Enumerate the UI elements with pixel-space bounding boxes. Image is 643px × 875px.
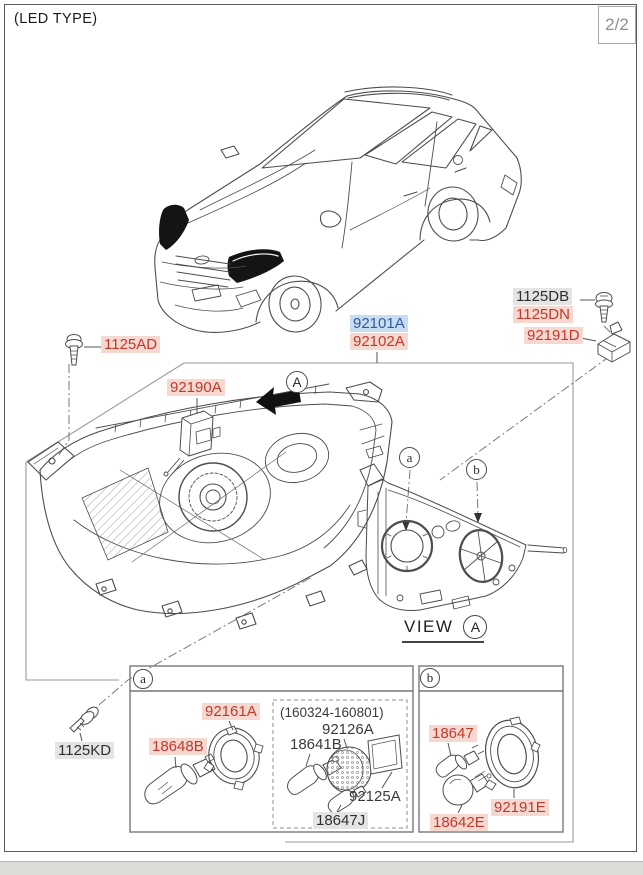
part-label-92190A[interactable]: 92190A xyxy=(167,379,225,396)
part-label-1125DB[interactable]: 1125DB xyxy=(513,288,573,305)
view-letter-circle: A xyxy=(463,615,488,639)
section-a-circle: a xyxy=(133,669,153,689)
screw-1125DB-icon xyxy=(595,292,613,323)
panel-outline xyxy=(25,362,574,843)
cap-92126A-drawing xyxy=(326,746,372,794)
far-headlamp-shape xyxy=(159,204,189,250)
part-label-1125KD[interactable]: 1125KD xyxy=(55,742,115,759)
part-label-92101A[interactable]: 92101A xyxy=(350,315,408,332)
part-label-92125A[interactable]: 92125A xyxy=(349,788,401,805)
socket-18647-drawing xyxy=(435,744,485,778)
view-caption-underline xyxy=(402,641,484,643)
lamp-type-label: (LED TYPE) xyxy=(14,11,98,27)
part-label-92191D[interactable]: 92191D xyxy=(524,327,583,344)
part-label-1125DN[interactable]: 1125DN xyxy=(513,306,573,323)
bolt-1125KD-icon xyxy=(69,706,99,733)
part-label-18642E[interactable]: 18642E xyxy=(430,814,488,831)
window-bottom-bar xyxy=(0,861,643,875)
part-label-18641B[interactable]: 18641B xyxy=(290,736,342,753)
page-indicator[interactable]: 2/2 xyxy=(598,6,636,44)
part-label-18647[interactable]: 18647 xyxy=(429,725,477,742)
part-label-18648B[interactable]: 18648B xyxy=(149,738,207,755)
part-label-92191E[interactable]: 92191E xyxy=(491,799,549,816)
card-92125A-drawing xyxy=(367,734,403,775)
clip-92191D-icon xyxy=(597,321,631,363)
direction-arrow xyxy=(256,387,301,415)
bolt-1125AD-icon xyxy=(65,334,83,366)
view-label: VIEW xyxy=(404,617,454,636)
leveling-actuator-drawing xyxy=(163,410,221,477)
car-illustration xyxy=(154,86,522,333)
date-range-label: (160324-160801) xyxy=(280,705,384,720)
bulb-18648B-drawing xyxy=(144,753,216,805)
pointer-b-circle: b xyxy=(466,459,487,480)
bulb-18642E-drawing xyxy=(442,770,492,806)
pointer-a-circle: a xyxy=(399,447,420,468)
detail-boxes xyxy=(129,665,564,833)
pointer-arrowheads xyxy=(402,513,482,531)
retainer-ring-92161A-drawing xyxy=(203,725,264,791)
part-label-18647J[interactable]: 18647J xyxy=(313,812,369,829)
part-label-92102A[interactable]: 92102A xyxy=(350,333,408,350)
leader-lines xyxy=(79,299,597,814)
view-a-caption: VIEW A xyxy=(404,615,488,639)
headlamp-assembly-drawing xyxy=(27,381,393,630)
part-label-92161A[interactable]: 92161A xyxy=(202,703,260,720)
headlamp-rear-view-drawing xyxy=(357,463,568,611)
section-b-circle: b xyxy=(420,668,440,688)
part-label-1125AD[interactable]: 1125AD xyxy=(101,336,161,353)
arrow-view-letter: A xyxy=(286,371,308,393)
cover-ring-92191E-drawing xyxy=(484,716,541,791)
part-label-92126A[interactable]: 92126A xyxy=(322,721,374,738)
